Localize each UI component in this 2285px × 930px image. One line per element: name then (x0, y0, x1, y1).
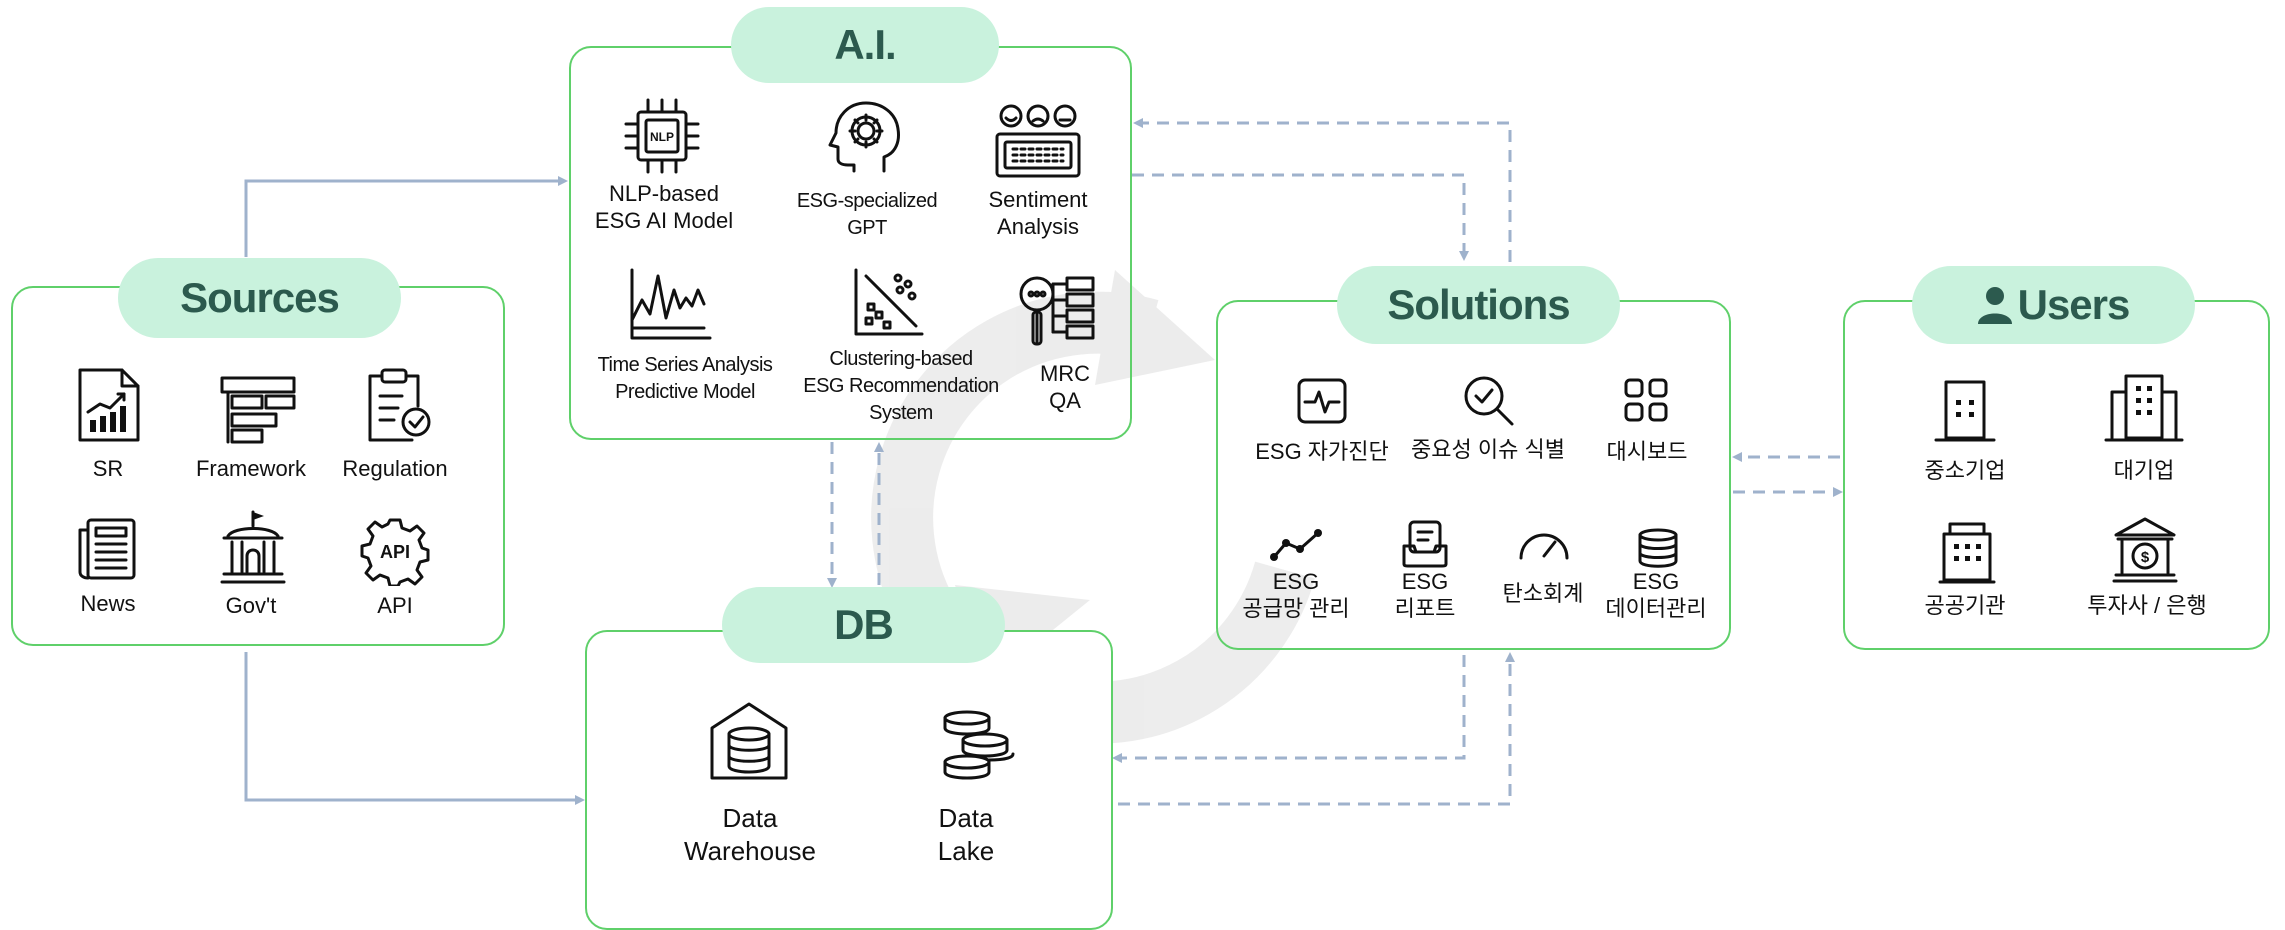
solution-item-1-label: ESG 자가진단 (1255, 439, 1389, 464)
user-item-2-label: 대기업 (2113, 458, 2175, 483)
users-title: Users (2017, 281, 2131, 328)
source-regulation-label: Regulation (342, 456, 448, 481)
db-to-solutions-arrow (1118, 652, 1515, 806)
source-api-label: API (377, 593, 413, 618)
gear-head-icon (828, 101, 900, 173)
solution-item-2-label: 중요성 이슈 식별 (1411, 437, 1565, 462)
sources-title: Sources (118, 258, 401, 338)
ai-title: A.I. (731, 7, 999, 83)
db-box (585, 630, 1113, 930)
search-check-icon (1464, 376, 1514, 426)
solutions-to-ai-arrow (1133, 118, 1512, 262)
government-building-icon (220, 510, 286, 584)
pulse-icon (1297, 378, 1347, 424)
report-chart-icon (78, 368, 140, 442)
faces-keyboard-icon (995, 104, 1081, 178)
sources-to-db-arrow (244, 652, 585, 805)
nlp-chip-icon: NLP (624, 98, 700, 174)
clipboard-check-icon (368, 368, 431, 442)
solutions-to-db-arrow (1112, 655, 1466, 763)
source-govt-label: Gov't (225, 593, 277, 618)
bank-icon: $ (2112, 517, 2178, 583)
small-building-icon (1934, 380, 1996, 442)
magnifier-list-icon (1019, 276, 1095, 346)
newspaper-icon (78, 518, 136, 580)
source-framework-label: Framework (195, 456, 307, 481)
user-icon (1977, 287, 2012, 324)
network-line-icon (1270, 529, 1322, 561)
user-item-1-label: 중소기업 (1924, 458, 2006, 483)
public-building-icon (1938, 522, 1996, 584)
api-gear-icon: API (360, 518, 430, 586)
svg-text:NLP: NLP (650, 130, 674, 144)
framework-icon (220, 376, 296, 444)
gauge-icon (1519, 533, 1569, 560)
scatter-plot-icon (854, 268, 924, 336)
solutions-title: Solutions (1337, 266, 1620, 344)
svg-text:$: $ (2141, 549, 2150, 566)
users-box (1843, 300, 2270, 650)
sources-box (11, 286, 505, 646)
solution-item-3-label: 대시보드 (1606, 439, 1688, 464)
users-title-pill: Users (1912, 266, 2195, 344)
line-chart-icon (630, 268, 712, 340)
large-building-icon (2104, 374, 2184, 442)
svg-text:API: API (380, 542, 410, 562)
dashboard-grid-icon (1624, 378, 1668, 422)
database-icon (1638, 528, 1678, 568)
solution-item-6-label: 탄소회계 (1502, 581, 1584, 606)
ai-to-solutions-arrow (1132, 173, 1469, 261)
user-item-4-label: 투자사 / 은행 (2087, 593, 2207, 618)
user-item-3-label: 공공기관 (1924, 593, 2006, 618)
source-sr-label: SR (92, 456, 124, 481)
db-title: DB (722, 587, 1005, 663)
source-news-label: News (80, 591, 136, 616)
report-tray-icon (1402, 520, 1448, 568)
warehouse-icon (710, 702, 788, 780)
sources-to-ai-arrow (244, 176, 568, 257)
coin-stack-icon (943, 710, 1015, 780)
